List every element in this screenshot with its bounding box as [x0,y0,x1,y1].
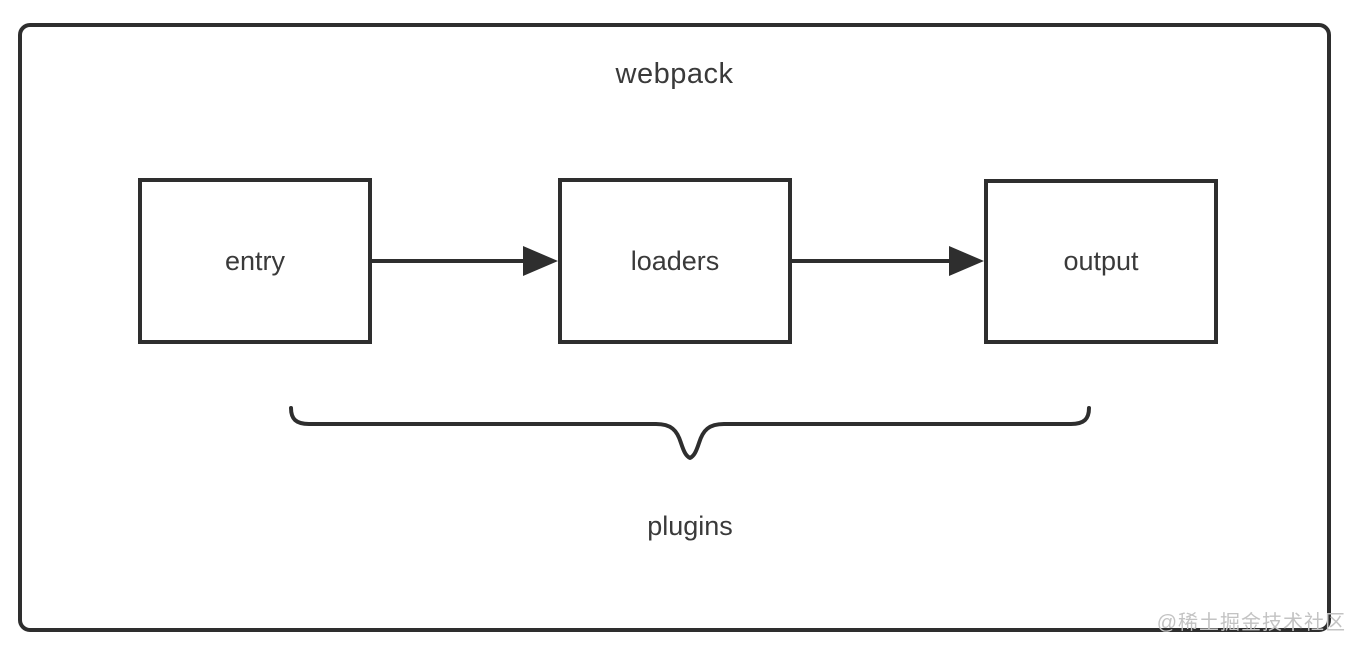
node-output-label: output [1063,246,1139,276]
diagram-title: webpack [615,58,734,90]
node-loaders-label: loaders [630,245,720,276]
node-loaders: loaders [558,178,792,344]
node-entry: entry [138,178,372,344]
node-entry-label: entry [224,245,286,276]
watermark-text: @稀土掘金技术社区 [1156,612,1346,634]
plugins-label: plugins [647,511,733,541]
node-output: output [984,179,1218,344]
